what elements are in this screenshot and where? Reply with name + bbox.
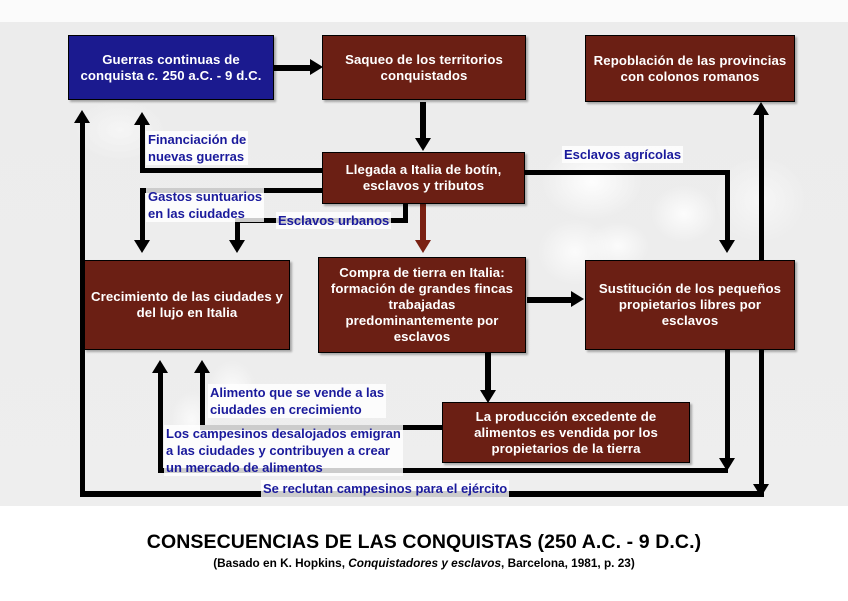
arrowhead-reclutan: [74, 110, 90, 123]
connector-financiacion-vertical: [140, 118, 145, 170]
connector-esclavos-agricolas-vertical: [725, 170, 730, 242]
connector-compra-to-produccion: [485, 352, 491, 394]
connector-sustitucion-to-repoblacion: [759, 110, 764, 261]
box-crecimiento-ciudades[interactable]: Crecimiento de las ciudades y del lujo e…: [84, 260, 290, 350]
connector-campesinos-vertical: [158, 368, 163, 471]
box-sustitucion-label: Sustitución de los pequeños propietarios…: [598, 281, 782, 328]
arrowhead-esclavos-urbanos: [229, 240, 245, 253]
arrowhead-campesinos: [152, 360, 168, 373]
subtitle-post: , Barcelona, 1981, p. 23): [501, 556, 635, 570]
arrowhead-financiacion: [134, 112, 150, 125]
box-saqueo-territorios[interactable]: Saqueo de los territorios conquistados: [322, 35, 526, 100]
arrowhead-compra-to-sustitucion: [571, 291, 584, 307]
subtitle-italic: Conquistadores y esclavos: [348, 556, 502, 570]
box-compra-tierra[interactable]: Compra de tierra en Italia: formación de…: [318, 257, 526, 353]
box-crecimiento-label: Crecimiento de las ciudades y del lujo e…: [91, 289, 283, 320]
arrowhead-sustitucion-down-outer: [753, 484, 769, 497]
connector-esclavos-urbanos-vertical-a: [403, 203, 408, 222]
connector-esclavos-urbanos-vertical-b: [235, 218, 240, 243]
arrowhead-esclavos-agricolas: [719, 240, 735, 253]
arrowhead-saqueo-to-llegada: [415, 138, 431, 151]
box-produccion-label: La producción excedente de alimentos es …: [474, 408, 658, 456]
box-repoblacion-label: Repoblación de las provincias con colono…: [593, 52, 787, 84]
connector-guerras-to-saqueo: [274, 65, 314, 71]
box-produccion-excedente[interactable]: La producción excedente de alimentos es …: [442, 402, 690, 463]
connector-gastos-vertical: [140, 188, 145, 243]
box-guerras-label: Guerras continuas de conquista c. 250 a.…: [80, 51, 262, 83]
page-subtitle: (Basado en K. Hopkins, Conquistadores y …: [0, 556, 848, 570]
bottom-margin: [0, 506, 848, 601]
arrowhead-llegada-to-compra: [415, 240, 431, 253]
connector-llegada-to-compra: [420, 203, 426, 244]
connector-esclavos-agricolas-horizontal: [522, 170, 730, 175]
arrowhead-sustitucion-to-repoblacion: [753, 102, 769, 115]
connector-saqueo-to-llegada: [420, 102, 426, 144]
label-esclavos-urbanos: Esclavos urbanos: [276, 212, 392, 229]
label-esclavos-agricolas: Esclavos agrícolas: [562, 146, 684, 163]
box-compra-label: Compra de tierra en Italia: formación de…: [330, 265, 514, 344]
connector-alimento-vertical: [200, 368, 205, 428]
arrowhead-gastos: [134, 240, 150, 253]
connector-financiacion-horizontal: [140, 168, 326, 173]
label-reclutan-campesinos: Se reclutan campesinos para el ejército: [261, 480, 510, 497]
connector-sustitucion-down-inner: [725, 350, 730, 462]
connector-compra-to-sustitucion: [527, 297, 577, 303]
arrowhead-sustitucion-down-inner: [719, 458, 735, 471]
page-title: CONSECUENCIAS DE LAS CONQUISTAS (250 A.C…: [146, 531, 702, 553]
box-llegada-label: Llegada a Italia de botín, esclavos y tr…: [345, 162, 502, 193]
box-llegada-italia[interactable]: Llegada a Italia de botín, esclavos y tr…: [322, 152, 525, 204]
connector-sustitucion-down-outer: [759, 350, 764, 490]
subtitle-pre: (Basado en K. Hopkins,: [213, 556, 349, 570]
box-guerras-continuas[interactable]: Guerras continuas de conquista c. 250 a.…: [68, 35, 274, 100]
top-margin: [0, 0, 848, 22]
arrowhead-alimento: [194, 360, 210, 373]
arrowhead-compra-to-produccion: [480, 390, 496, 403]
connector-campesinos-horizontal: [158, 468, 728, 473]
box-saqueo-label: Saqueo de los territorios conquistados: [345, 51, 503, 83]
arrowhead-guerras-to-saqueo: [310, 59, 323, 75]
box-repoblacion-provincias[interactable]: Repoblación de las provincias con colono…: [585, 35, 795, 102]
box-sustitucion-propietarios[interactable]: Sustitución de los pequeños propietarios…: [585, 260, 795, 350]
connector-reclutan-vertical: [80, 118, 85, 494]
